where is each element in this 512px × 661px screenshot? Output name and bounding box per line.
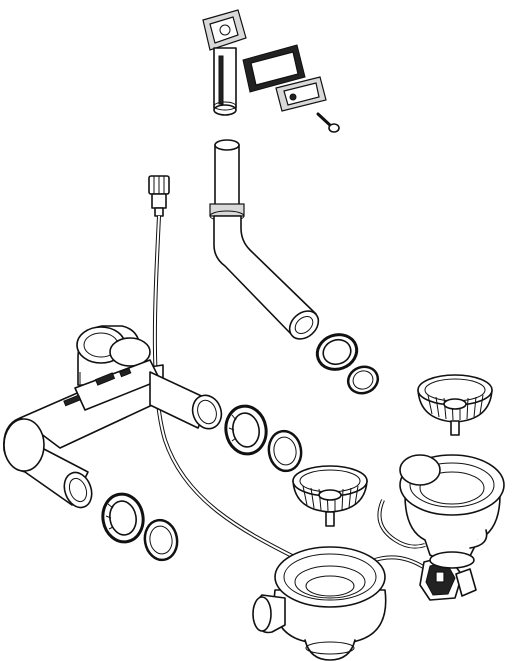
remote-knob [148,175,170,217]
trap-seal-left [143,518,179,562]
overflow-gasket [242,44,306,93]
trap-nut-left [101,492,145,544]
elbow-nut [315,333,359,371]
sink-outlet-left [252,546,387,661]
overflow-riser [209,139,245,222]
overflow-elbow-pipe [213,215,320,340]
overflow-plate [275,76,327,112]
trap-nut-right [224,404,268,456]
elbow-seal [346,365,380,395]
overflow-screw [316,112,340,133]
strainer-basket-lower [292,465,368,527]
siphon-trap [3,325,223,509]
control-cable [152,215,301,562]
sink-outlet-right [399,454,505,569]
strainer-basket-upper [417,374,493,436]
trap-seal-right [267,429,303,473]
overflow-cover [202,9,247,116]
